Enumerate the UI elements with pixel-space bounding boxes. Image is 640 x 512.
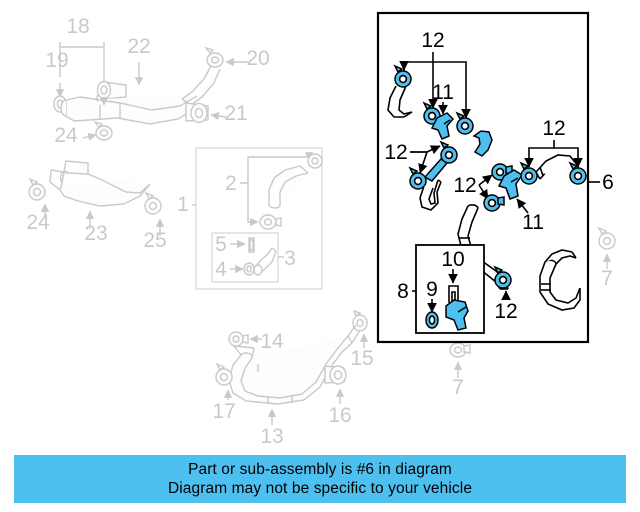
part-12-clamp-g [483,194,505,212]
part-12-clamp-d [408,166,427,190]
part-12-clamp-a [393,64,412,88]
callout-17-label: 17 [212,400,235,423]
part-13-hose [228,324,361,405]
callout-16-label: 16 [328,404,351,427]
part-right-bottom-hose [539,249,581,311]
part-5-seal [248,237,255,253]
part-center-hose-loop [419,179,442,211]
callout-4-label: 4 [215,258,227,281]
active-callout-labels: 12 11 12 12 11 12 6 8 9 10 12 [384,29,614,323]
callout-11-top-label: 11 [432,81,454,104]
callout-24-top-label: 24 [54,124,78,147]
part-topleft-hose [387,85,413,118]
part-7-right-clamp [597,226,616,250]
callout-6-label: 6 [602,171,614,194]
banner-line-2: Diagram may not be specific to your vehi… [167,480,473,497]
banner-line-1: Part or sub-assembly is #6 in diagram [188,461,452,478]
part-9-oring [425,311,439,329]
dimmed-parts-group [28,42,616,425]
part-2-clamp-bottom [259,214,282,230]
callout-20-label: 20 [246,47,269,70]
callout-3-label: 3 [284,247,296,270]
group-1-box [195,147,323,290]
callout-13-label: 13 [260,425,283,448]
part-20-clamp [204,46,224,68]
callout-12-topright-label: 12 [542,117,565,140]
part-blue-elbow-hose [472,130,493,157]
callout-8-label: 8 [397,280,409,303]
leader-12-topleft [399,52,471,119]
leader-12-topright [524,140,583,168]
callout-25-label: 25 [143,229,166,252]
callout-15-label: 15 [350,347,373,370]
part-11-connector-top [430,112,455,140]
part-24-mid-clamp [28,177,46,201]
callout-7-right-label: 7 [601,267,613,290]
callout-19-label: 19 [45,49,68,72]
info-banner: Part or sub-assembly is #6 in diagram Di… [14,455,626,503]
callout-23-label: 23 [84,222,107,245]
callout-21-label: 21 [224,102,247,125]
callout-18-label: 18 [66,15,89,38]
part-6-clamp [568,161,587,185]
part-2-hose [268,165,309,209]
callout-5-label: 5 [215,233,227,256]
part-8-valve-body [445,299,469,331]
part-23-hose [49,160,151,207]
callout-22-label: 22 [127,35,150,58]
part-12-clamp-e [439,140,458,164]
callout-9-label: 9 [426,278,438,301]
callout-24-mid-label: 24 [26,211,50,234]
main-parts-group [387,52,600,334]
callout-12-left-label: 12 [384,141,407,164]
part-2-clamp-top [307,153,323,169]
part-21-bolt [185,102,209,124]
callout-7-bottom-label: 7 [452,376,464,399]
dimmed-callout-labels: 18 19 22 20 21 24 24 23 25 1 2 3 5 4 14 … [26,15,613,448]
part-7-bottom-clamp [449,342,471,358]
leader-12-left [410,145,441,174]
parts-illustration: 18 19 22 20 21 24 24 23 25 1 2 3 5 4 14 … [26,11,616,448]
part-24-top-clamp [93,120,113,141]
callout-12-topleft-label: 12 [421,29,444,52]
part-11-connector-right [497,169,524,200]
part-12-clamp-h [519,161,538,185]
part-25-clamp [144,191,162,215]
callout-12-middle-label: 12 [453,174,476,197]
callout-2-label: 2 [225,172,237,195]
part-17-clamp [215,362,233,386]
callout-10-label: 10 [441,248,464,271]
part-15-clamp [352,309,368,332]
part-12-clamp-j [493,265,512,289]
callout-14-label: 14 [260,330,284,353]
part-12-clamp-c [455,111,474,135]
callout-12-bottom-label: 12 [494,300,517,323]
part-16-bolt [324,365,347,385]
part-14-clamp [228,331,249,347]
callout-1-label: 1 [177,193,189,216]
part-3-elbow [253,247,277,276]
callout-11-right-label: 11 [522,211,544,234]
part-18-pipe [60,95,199,125]
